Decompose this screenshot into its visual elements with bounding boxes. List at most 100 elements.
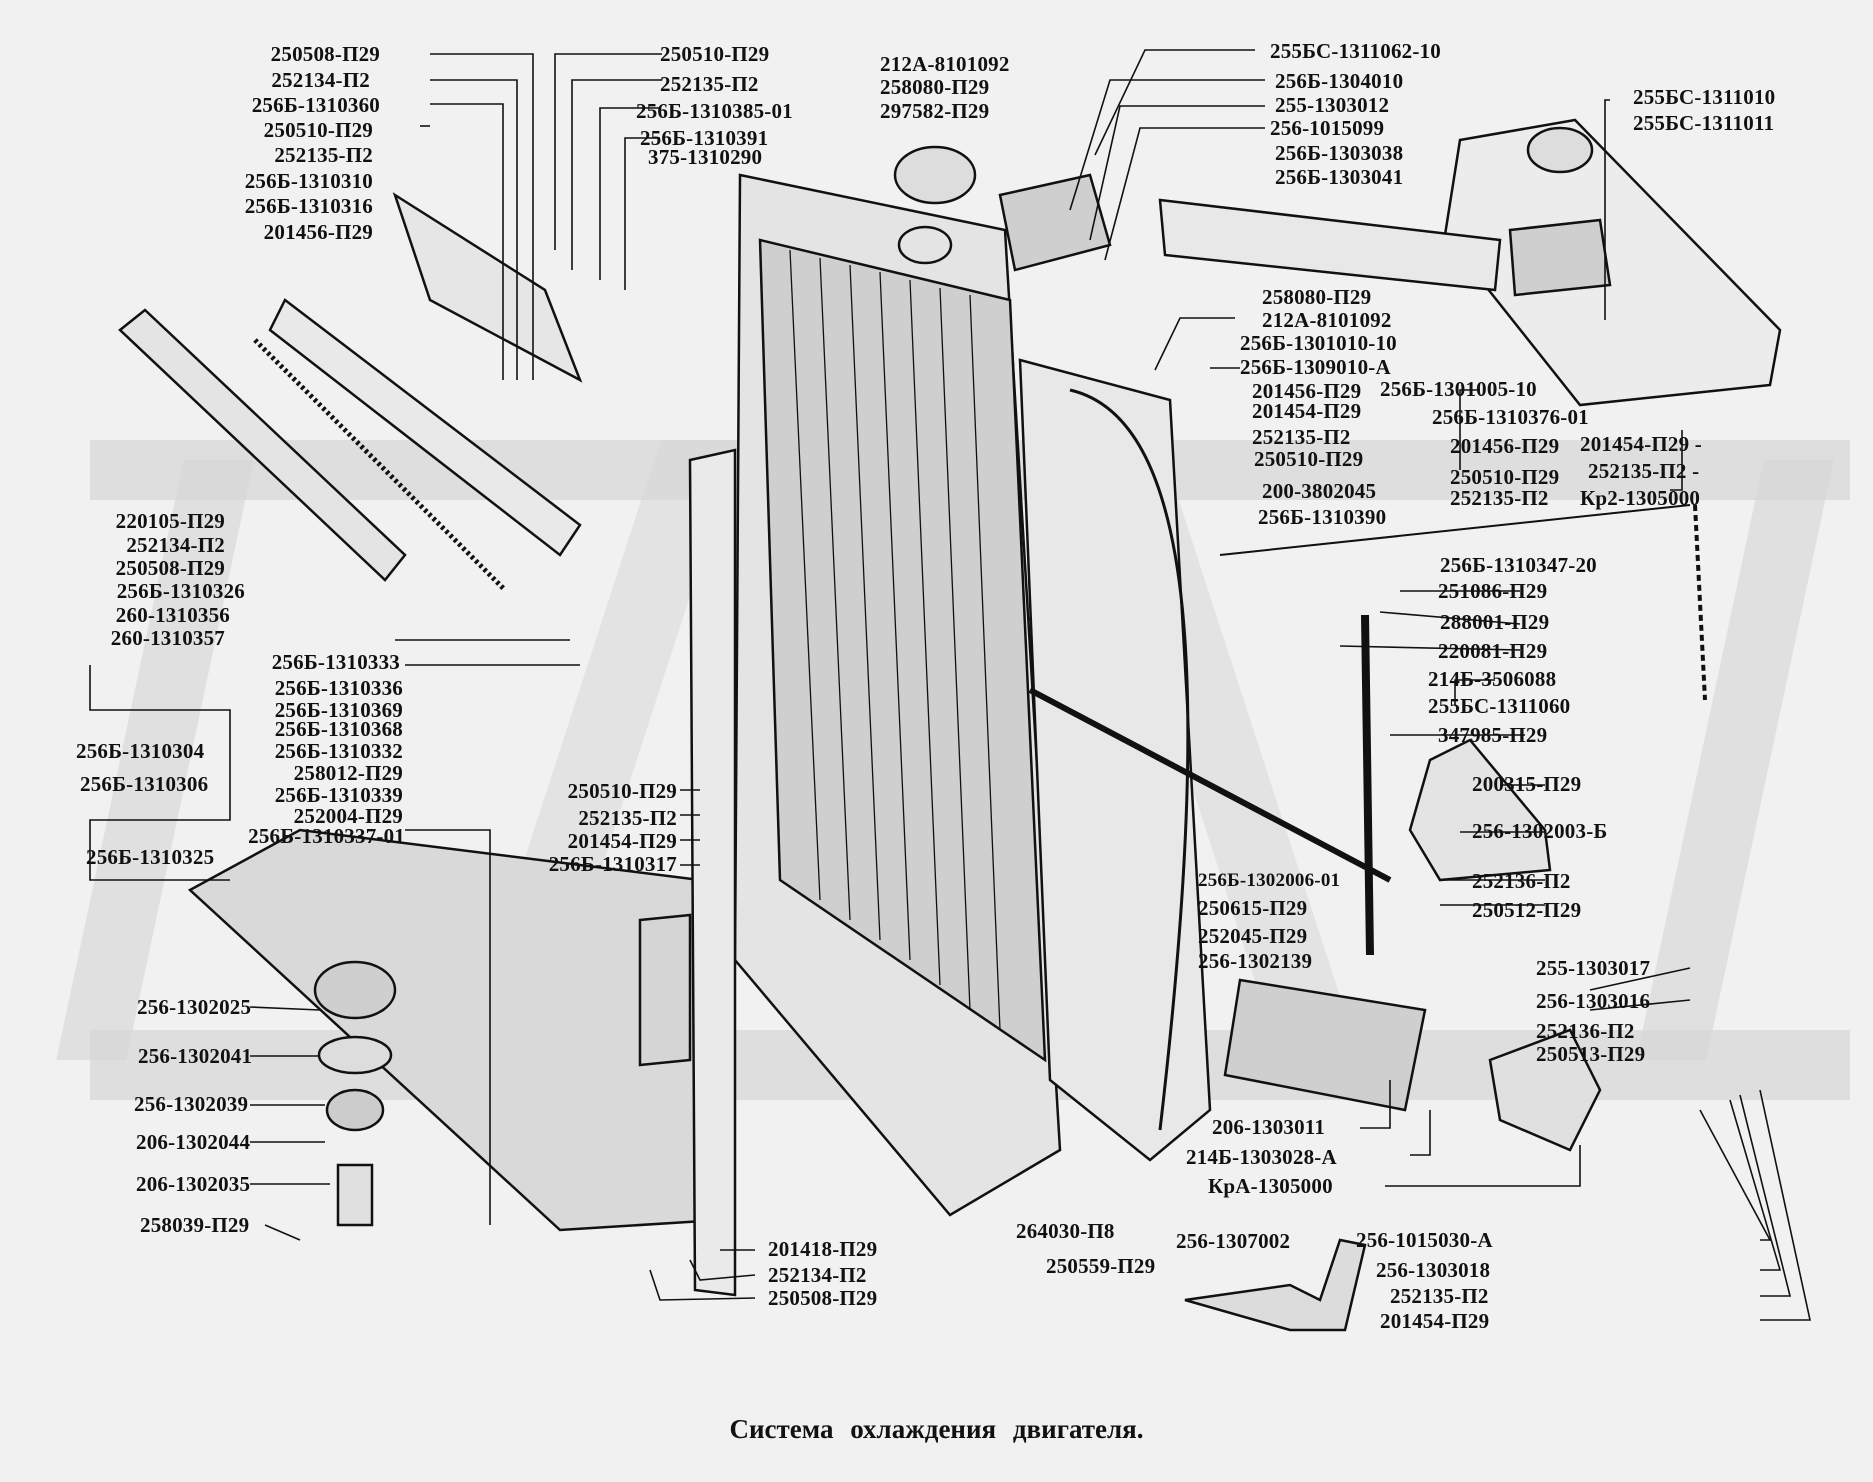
shutter-rail: [118, 308, 407, 582]
tank-hose: [1508, 218, 1612, 297]
upper-hose: [998, 173, 1112, 272]
shutter-frame: [392, 192, 583, 383]
overflow-pipe: [1158, 198, 1502, 292]
fan-bearing: [317, 1035, 393, 1075]
part-label: КрА-1305000: [1208, 1174, 1333, 1198]
part-label: 256Б-1310326: [116, 579, 245, 603]
part-label: 201418-П29: [768, 1237, 878, 1261]
part-label: 256Б-1310385-01: [636, 99, 793, 123]
part-label: 256Б-1304010: [1275, 69, 1404, 93]
part-label: 250508-П29: [115, 556, 225, 580]
part-label: 264030-П8: [1016, 1219, 1115, 1243]
part-label: 201454-П29: [1252, 399, 1362, 423]
tensioner-bolt: [1028, 687, 1392, 883]
part-label: 255БС-1311062-10: [1270, 39, 1441, 63]
tap-rod: [1361, 614, 1374, 956]
part-label: Кр2-1305000: [1580, 486, 1701, 510]
part-label: 256Б-1310339: [274, 783, 403, 807]
fan-bushing: [325, 1088, 385, 1132]
part-label: 214Б-3506088: [1428, 667, 1557, 691]
expansion-tank-cap: [1526, 126, 1594, 174]
part-label: 201454-П29: [1380, 1309, 1490, 1333]
part-label: 250513-П29: [1536, 1042, 1646, 1066]
side-bracket-bottom: [638, 913, 692, 1067]
part-label: 347985-П29: [1438, 723, 1548, 747]
shutter-slat: [268, 298, 582, 557]
part-label: 258012-П29: [293, 761, 403, 785]
part-label: 260-1310357: [110, 626, 225, 650]
part-label: 256Б-1310376-01: [1432, 405, 1589, 429]
part-label: 250510-П29: [567, 779, 677, 803]
diagram-title: Система охлаждения двигателя.: [729, 1414, 1144, 1444]
part-label: 256-1302139: [1198, 949, 1313, 973]
part-label: 206-1302035: [136, 1172, 251, 1196]
part-label: 256Б-1310317: [548, 852, 677, 876]
part-label: 252135-П2: [1450, 486, 1549, 510]
part-label: 250510-П29: [263, 118, 373, 142]
part-label: 200-3802045: [1262, 479, 1377, 503]
part-label: 256Б-1301005-10: [1380, 377, 1537, 401]
part-label: 206-1303011: [1212, 1115, 1326, 1139]
part-label: 252135-П2 -: [1588, 459, 1700, 483]
part-label: 252136-П2: [1472, 869, 1571, 893]
part-label: 255-1303017: [1536, 956, 1651, 980]
shutter-rod-spring: [253, 338, 507, 592]
part-label: 201454-П29 -: [1580, 432, 1702, 456]
part-label: 201456-П29: [1450, 434, 1560, 458]
part-label: 256Б-1302006-01: [1198, 870, 1341, 891]
part-label: 206-1302044: [136, 1130, 251, 1154]
part-label: 256-1307002: [1176, 1229, 1291, 1253]
part-label: 256Б-1310306: [80, 772, 209, 796]
part-label: 256Б-1310337-01: [248, 824, 405, 848]
drain-hose: [1184, 1238, 1367, 1332]
part-label: 252135-П2: [1390, 1284, 1489, 1308]
part-label: 214Б-1303028-А: [1186, 1145, 1337, 1169]
part-label: 256-1302025: [137, 995, 252, 1019]
radiator-side-frame: [1018, 358, 1212, 1162]
part-label: 256-1302041: [138, 1044, 253, 1068]
part-label: 255БС-1311060: [1428, 694, 1571, 718]
part-label: 256Б-1310360: [251, 93, 380, 117]
tensioner-bracket: [1408, 738, 1552, 882]
part-label: 252135-П2: [274, 143, 373, 167]
filler-neck: [897, 225, 953, 265]
part-label: 256Б-1310325: [86, 845, 215, 869]
part-label: 250508-П29: [270, 42, 380, 66]
part-label: 256Б-1310347-20: [1440, 553, 1597, 577]
part-label: 250510-П29: [1254, 447, 1364, 471]
part-label: 250508-П29: [768, 1286, 878, 1310]
part-label: 375-1310290: [648, 145, 763, 169]
part-label: 252136-П2: [1536, 1019, 1635, 1043]
part-label: 256Б-1303038: [1275, 141, 1404, 165]
part-label: 256Б-1310304: [76, 739, 205, 763]
part-label: 252134-П2: [126, 533, 225, 557]
part-label: 256-1015030-А: [1356, 1228, 1493, 1252]
part-label: 256Б-1310369: [274, 698, 403, 722]
radiator-cap: [893, 145, 977, 205]
part-label: 256Б-1310390: [1258, 505, 1387, 529]
fan-hub: [313, 960, 397, 1020]
part-label: 252004-П29: [293, 804, 403, 828]
part-label: 255-1303012: [1275, 93, 1390, 117]
part-label: 258080-П29: [1262, 285, 1372, 309]
radiator-shroud: [1069, 388, 1190, 1131]
part-label: 256Б-1310391: [640, 126, 769, 150]
tap-cable: [1219, 504, 1691, 556]
part-label: 212А-8101092: [1262, 308, 1392, 332]
part-label: 256Б-1309010-А: [1240, 355, 1391, 379]
part-label: 220105-П29: [115, 509, 225, 533]
part-label: 256Б-1301010-10: [1240, 331, 1397, 355]
lower-hose: [1223, 978, 1427, 1112]
part-label: 260-1310356: [115, 603, 230, 627]
side-bracket-left: [688, 448, 737, 1297]
part-label: 212А-8101092: [880, 52, 1010, 76]
part-label: 200315-П29: [1472, 772, 1582, 796]
part-label: 252135-П2: [1252, 425, 1351, 449]
fan-shaft: [336, 1163, 374, 1227]
part-label: 256Б-1310333: [271, 650, 400, 674]
leader-lines: [89, 49, 1811, 1321]
radiator-core: [733, 173, 1062, 1217]
part-label: 256Б-1310336: [274, 676, 403, 700]
part-label: 252134-П2: [768, 1263, 867, 1287]
